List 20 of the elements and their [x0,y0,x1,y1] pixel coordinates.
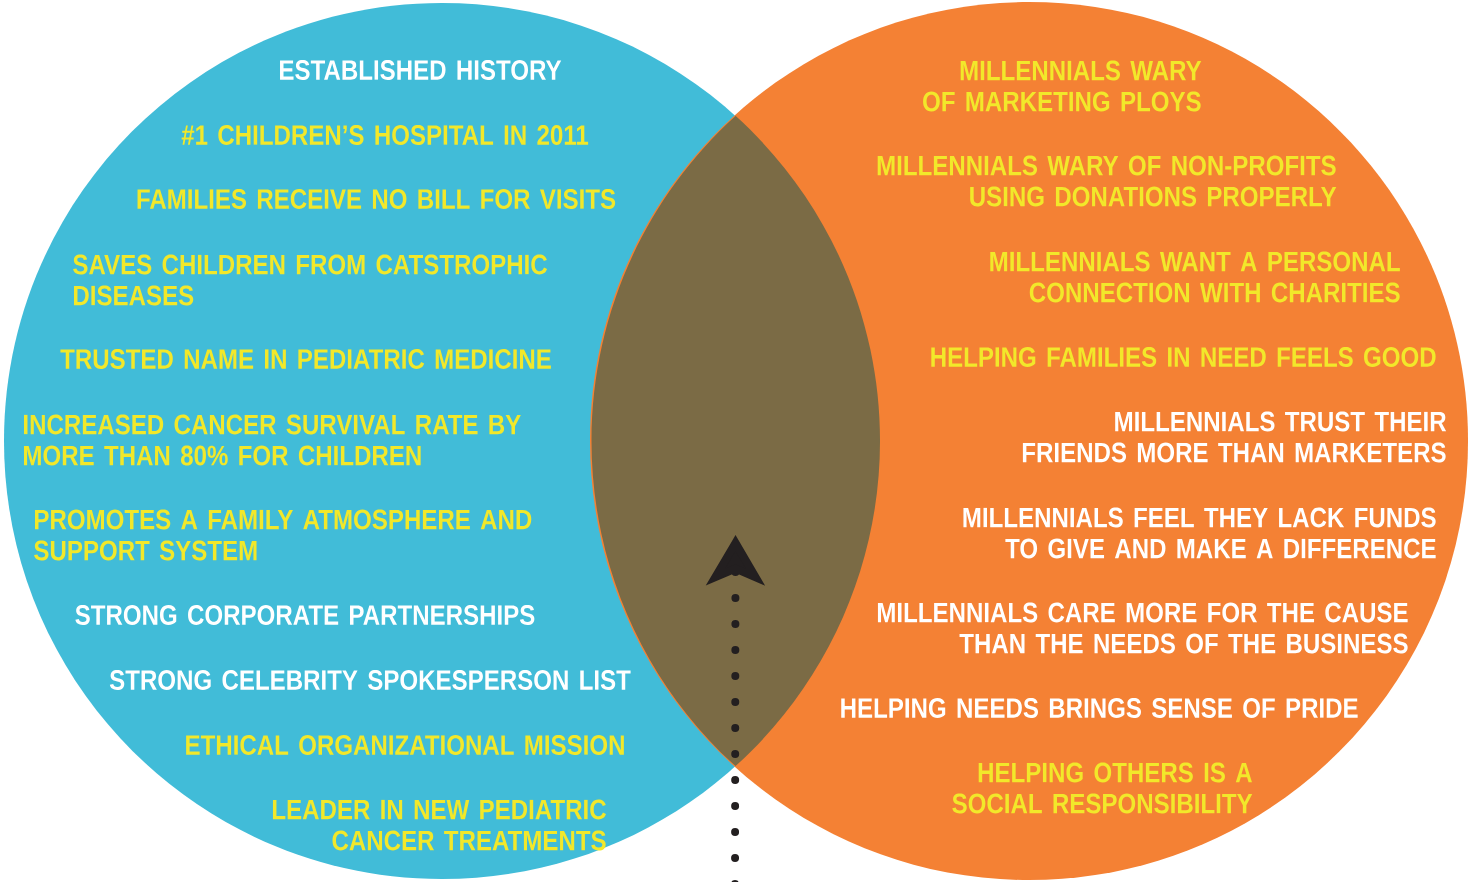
statement-text: HELPING NEEDS BRINGS SENSE OF PRIDE [841,698,1358,718]
statement-text: MILLENNIALS WARY OF NON-PROFITS USING DONATIONS PROPERLY [877,155,1337,207]
statement-text: ETHICAL ORGANIZATIONAL MISSION [186,735,624,755]
statement-text: #1 CHILDREN’S HOSPITAL IN 2011 [181,125,589,145]
statement-text: SAVES CHILDREN FROM CATSTROPHIC DISEASES [73,254,548,306]
statement-text: MILLENNIALS TRUST THEIR FRIENDS MORE THAN MARKETERS [1022,411,1447,463]
statement-text: PROMOTES A FAMILY ATMOSPHERE AND SUPPORT SYSTEM [34,509,532,561]
statement-text: INCREASED CANCER SURVIVAL RATE BY MORE THAN 80% FOR CHILDREN [24,414,521,466]
statement-text: MILLENNIALS FEEL THEY LACK FUNDS TO GIVE AND MAKE A DIFFERENCE [963,507,1436,559]
statement-text: MILLENNIALS WANT A PERSONAL CONNECTION WITH CHARITIES [990,251,1400,303]
statement-text: STRONG CELEBRITY SPOKESPERSON LIST [109,670,631,690]
statement-text: HELPING FAMILIES IN NEED FEELS GOOD [931,347,1436,367]
statement-text: FAMILIES RECEIVE NO BILL FOR VISITS [137,189,616,209]
statement-text: ESTABLISHED HISTORY [280,60,562,80]
statement-text: HELPING OTHERS IS A SOCIAL RESPONSIBILITY [952,762,1253,814]
statement-text: LEADER IN NEW PEDIATRIC CANCER TREATMENTS [272,799,606,851]
statement-text: STRONG CORPORATE PARTNERSHIPS [75,605,535,625]
statement-text: TRUSTED NAME IN PEDIATRIC MEDICINE [60,349,551,369]
statement-text: MILLENNIALS CARE MORE FOR THE CAUSE THAN THE NEEDS OF THE BUSINESS [877,602,1408,654]
statement-text: MILLENNIALS WARY OF MARKETING PLOYS [923,60,1202,112]
